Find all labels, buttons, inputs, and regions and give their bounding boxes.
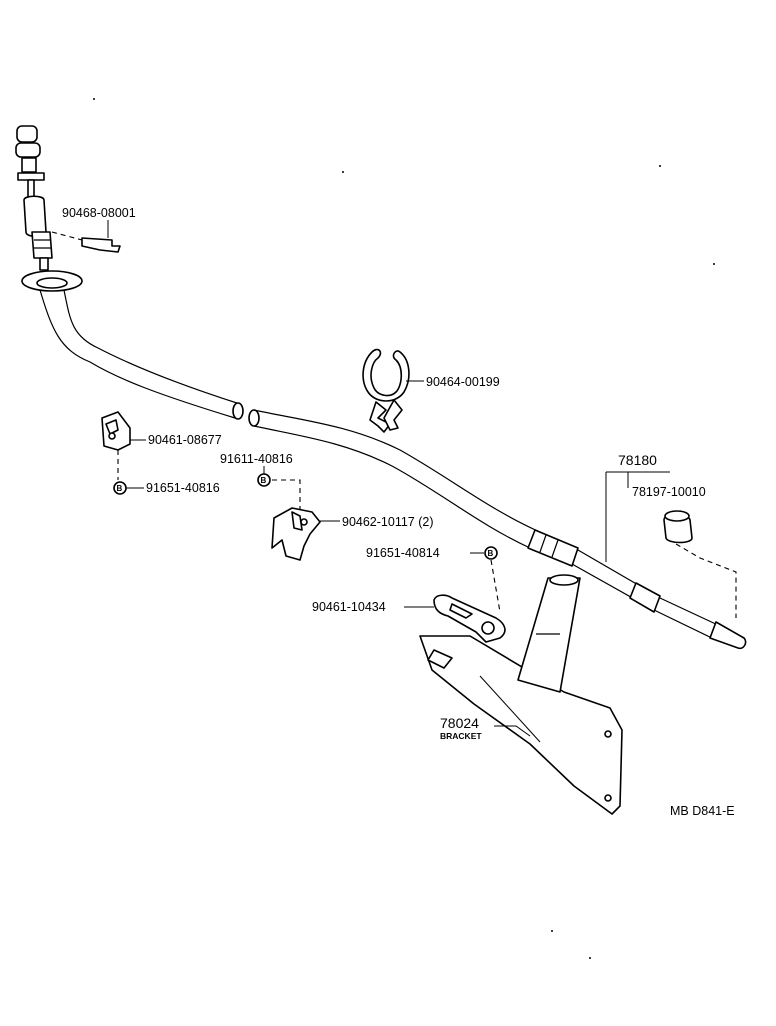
cable-hose-lower	[248, 409, 747, 650]
bracket-part	[419, 574, 623, 815]
cable-knob	[15, 125, 53, 271]
svg-text:B: B	[261, 476, 267, 485]
label-assembly: 78180	[618, 452, 657, 468]
sleeve-part	[663, 510, 737, 618]
label-clamp-left: 90461-08677	[148, 433, 222, 447]
assembly-leader	[605, 471, 670, 562]
label-clip-top: 90468-08001	[62, 206, 136, 220]
clamp-mid-part	[271, 507, 340, 561]
label-bolt-left: 91651-40816	[146, 481, 220, 495]
svg-text:B: B	[117, 484, 123, 493]
label-clamp-lower: 90461-10434	[312, 600, 386, 614]
scan-specks	[93, 98, 715, 959]
bolt-marker-mid: B	[257, 466, 301, 514]
svg-text:B: B	[488, 549, 494, 558]
bolt-marker-right: B	[470, 546, 501, 613]
clamp-left-part	[101, 411, 146, 480]
label-bolt-mid: 91611-40816	[220, 452, 293, 466]
label-clamp-ring: 90464-00199	[426, 375, 500, 389]
clip-top-part	[51, 220, 121, 253]
label-bracket-name: BRACKET	[440, 731, 482, 741]
label-sleeve: 78197-10010	[632, 485, 706, 499]
clamp-ring-part	[362, 348, 424, 433]
diagram-code: MB D841-E	[670, 804, 735, 818]
clamp-lower-part	[404, 594, 506, 643]
label-bolt-right: 91651-40814	[366, 546, 440, 560]
cable-hose-upper	[39, 289, 244, 420]
label-clamp-mid: 90462-10117 (2)	[342, 515, 434, 529]
bolt-marker-left: B	[113, 481, 144, 495]
grommet	[21, 270, 83, 292]
label-bracket-number: 78024	[440, 715, 479, 731]
